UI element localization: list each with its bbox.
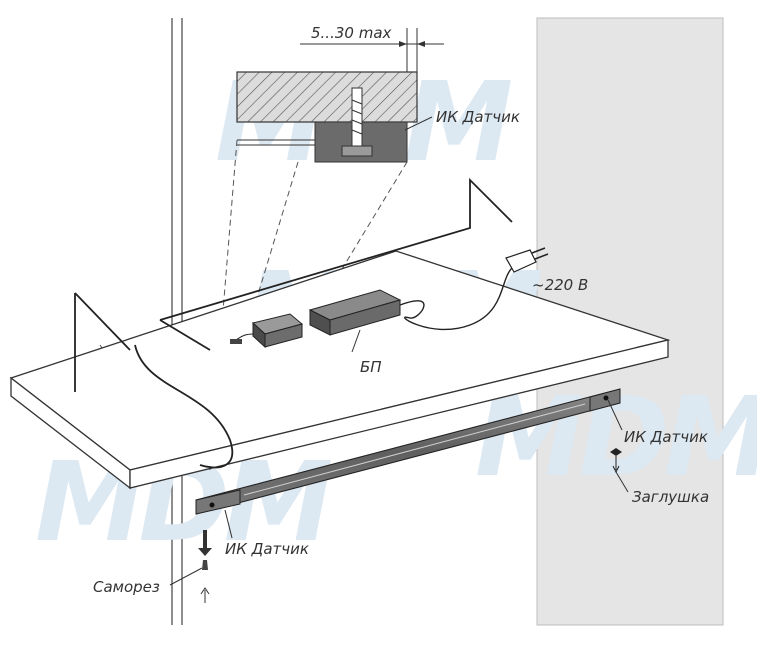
detail-shelf-section <box>236 71 418 123</box>
arrow-up-icon <box>200 587 210 603</box>
callout-plug-cap <box>615 471 629 493</box>
label-ir-sensor-top: ИК Датчик <box>436 108 520 126</box>
label-voltage: ~220 В <box>532 276 588 294</box>
label-ir-sensor-right: ИК Датчик <box>624 428 708 446</box>
label-ir-sensor-left: ИК Датчик <box>225 540 309 558</box>
label-plug-cap: Заглушка <box>632 488 709 506</box>
callout-ir-left <box>224 509 233 539</box>
detail-screw <box>351 87 363 149</box>
cabinet-frame <box>74 177 513 469</box>
callout-screw <box>169 567 203 586</box>
label-screw: Саморез <box>93 578 160 596</box>
gap-label: 5...30 max <box>311 24 392 42</box>
power-unit <box>308 289 402 353</box>
ir-sensor-module <box>229 313 304 349</box>
power-cord <box>399 267 513 331</box>
led-profile <box>195 388 621 515</box>
screw-icon <box>198 530 212 570</box>
callout-ir-right <box>607 399 623 431</box>
power-plug-icon <box>505 247 549 273</box>
label-power-unit: БП <box>360 358 382 376</box>
shelf <box>9 250 671 490</box>
callout-ir-top <box>404 116 433 131</box>
detail-cross-section <box>236 71 418 163</box>
gap-dimension: 5...30 max <box>300 24 444 72</box>
